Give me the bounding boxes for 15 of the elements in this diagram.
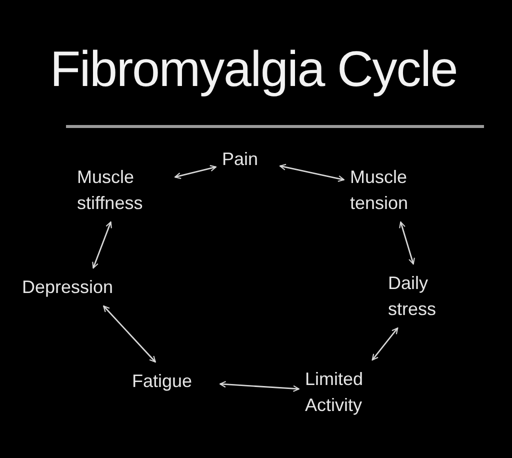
- double-arrow: [174, 165, 217, 179]
- double-arrow: [372, 327, 398, 361]
- cycle-step-label: Daily stress: [388, 272, 438, 321]
- cycle-step-label: Muscle stiffness: [77, 166, 144, 215]
- cycle-step-label: Pain: [222, 148, 260, 171]
- title: Fibromyalgia Cycle: [50, 40, 458, 99]
- double-arrow: [219, 381, 300, 392]
- double-arrow: [279, 164, 345, 182]
- cycle-step-label: Depression: [22, 276, 114, 299]
- double-arrow: [399, 221, 415, 265]
- cycle-step-label: Fatigue: [132, 370, 194, 393]
- cycle-step-label: Limited Activity: [305, 368, 364, 417]
- double-arrow: [103, 305, 156, 363]
- double-arrow: [92, 221, 112, 269]
- cycle-step-label: Muscle tension: [350, 166, 410, 215]
